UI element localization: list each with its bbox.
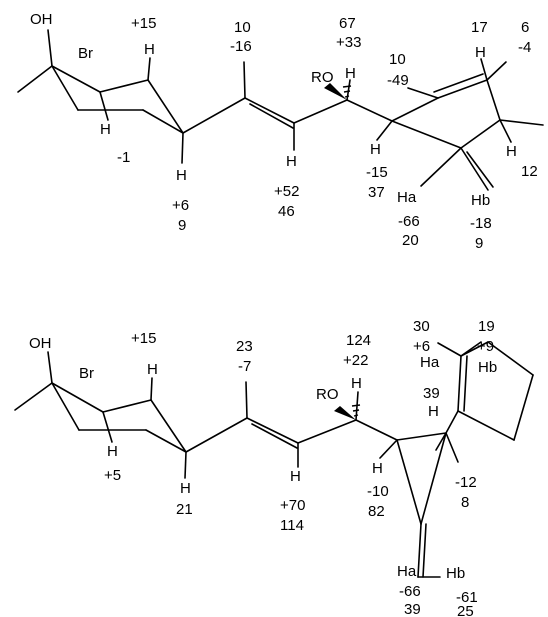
s2-label-h-right-ring: H (180, 480, 191, 497)
s2-value: -66 (399, 583, 421, 600)
s2-label-h-carbinol: H (351, 375, 362, 392)
s2-label-h-vinyl: H (290, 468, 301, 485)
s2-label-h-top-ring: H (147, 361, 158, 378)
s2-value: +6 (413, 338, 430, 355)
s1-value: -66 (398, 213, 420, 230)
s1-label-hb: Hb (471, 192, 490, 209)
s1-value: 37 (368, 184, 385, 201)
s2-value: 8 (461, 494, 469, 511)
structure-2: OH Br RO H H H H H H H Ha Hb Ha Hb +15 2… (14, 318, 534, 617)
s1-label-h-left-ring: H (100, 121, 111, 138)
s2-value: +70 (280, 497, 305, 514)
s1-value: -1 (117, 149, 130, 166)
structure-1-hash-bond (342, 85, 352, 98)
structure-2-values: +15 23 -7 124 +22 30 +6 19 +9 39 +5 21 +… (104, 318, 495, 617)
structure-1: OH Br RO H H H H H H H H Ha Hb +15 10 -1… (17, 11, 544, 252)
structure-1-atom-labels: OH Br RO H H H H H H H H Ha Hb (30, 11, 517, 209)
s2-value: 25 (457, 603, 474, 617)
s1-value: 9 (475, 235, 483, 252)
s1-label-ha: Ha (397, 189, 417, 206)
s2-value: -10 (367, 483, 389, 500)
s1-value: 10 (389, 51, 406, 68)
s2-label-hb: Hb (446, 565, 465, 582)
s2-label-h-ring: H (428, 403, 439, 420)
s1-value: 20 (402, 232, 419, 249)
s2-value: 30 (413, 318, 430, 335)
s1-label-h-allylic: H (370, 141, 381, 158)
s2-value: +15 (131, 330, 156, 347)
s2-label-ro: RO (316, 386, 339, 403)
s2-value: -61 (456, 589, 478, 606)
s1-label-h-ring-top: H (475, 44, 486, 61)
s1-value: -18 (470, 215, 492, 232)
s2-value: -7 (238, 358, 251, 375)
s1-value: +33 (336, 34, 361, 51)
s1-value: 67 (339, 15, 356, 32)
s2-value: 39 (423, 385, 440, 402)
structure-2-atom-labels: OH Br RO H H H H H H H Ha Hb Ha Hb (29, 335, 497, 582)
structure-2-wedge-bond (334, 406, 356, 420)
s2-value: 124 (346, 332, 371, 349)
structure-2-hash-bond (351, 404, 361, 417)
s2-value: 23 (236, 338, 253, 355)
s1-value: -4 (518, 39, 531, 56)
s1-value: -15 (366, 164, 388, 181)
s2-label-hb-top: Hb (478, 359, 497, 376)
s2-label-ha-top: Ha (420, 354, 440, 371)
s1-label-oh: OH (30, 11, 53, 28)
s1-label-h-ring-right: H (506, 143, 517, 160)
s1-value: 6 (521, 19, 529, 36)
s2-value: +22 (343, 352, 368, 369)
s2-value: 21 (176, 501, 193, 518)
s2-value: 19 (478, 318, 495, 335)
s1-value: 12 (521, 163, 538, 180)
s1-value: -16 (230, 38, 252, 55)
s2-label-h-allylic: H (372, 460, 383, 477)
s2-value: 114 (280, 517, 304, 534)
s2-value: +9 (477, 338, 494, 355)
s1-label-h-carbinol: H (345, 65, 356, 82)
structure-1-values: +15 10 -16 67 +33 10 -49 17 6 -4 -1 +6 9… (117, 15, 538, 252)
s1-label-h-right-ring: H (176, 167, 187, 184)
s1-label-h-top-ring: H (144, 41, 155, 58)
s2-value: +5 (104, 467, 121, 484)
s1-label-h-vinyl: H (286, 153, 297, 170)
s1-value: 17 (471, 19, 488, 36)
s1-value: -49 (387, 72, 409, 89)
s1-label-ro: RO (311, 69, 334, 86)
s1-value: 46 (278, 203, 295, 220)
s1-value: 10 (234, 19, 251, 36)
s2-value: 39 (404, 601, 421, 617)
s1-value: +15 (131, 15, 156, 32)
s2-label-br: Br (79, 365, 94, 382)
s2-label-ha: Ha (397, 563, 417, 580)
structure-1-bonds (17, 29, 544, 191)
s2-value: 82 (368, 503, 385, 520)
s2-value: -12 (455, 474, 477, 491)
structure-1-wedge-bond (324, 83, 347, 100)
structure-2-bonds (14, 341, 534, 578)
s1-value: 9 (178, 217, 186, 234)
s1-value: +6 (172, 197, 189, 214)
s2-label-h-left-ring: H (107, 443, 118, 460)
s1-value: +52 (274, 183, 299, 200)
s2-label-oh: OH (29, 335, 52, 352)
s1-label-br: Br (78, 45, 93, 62)
